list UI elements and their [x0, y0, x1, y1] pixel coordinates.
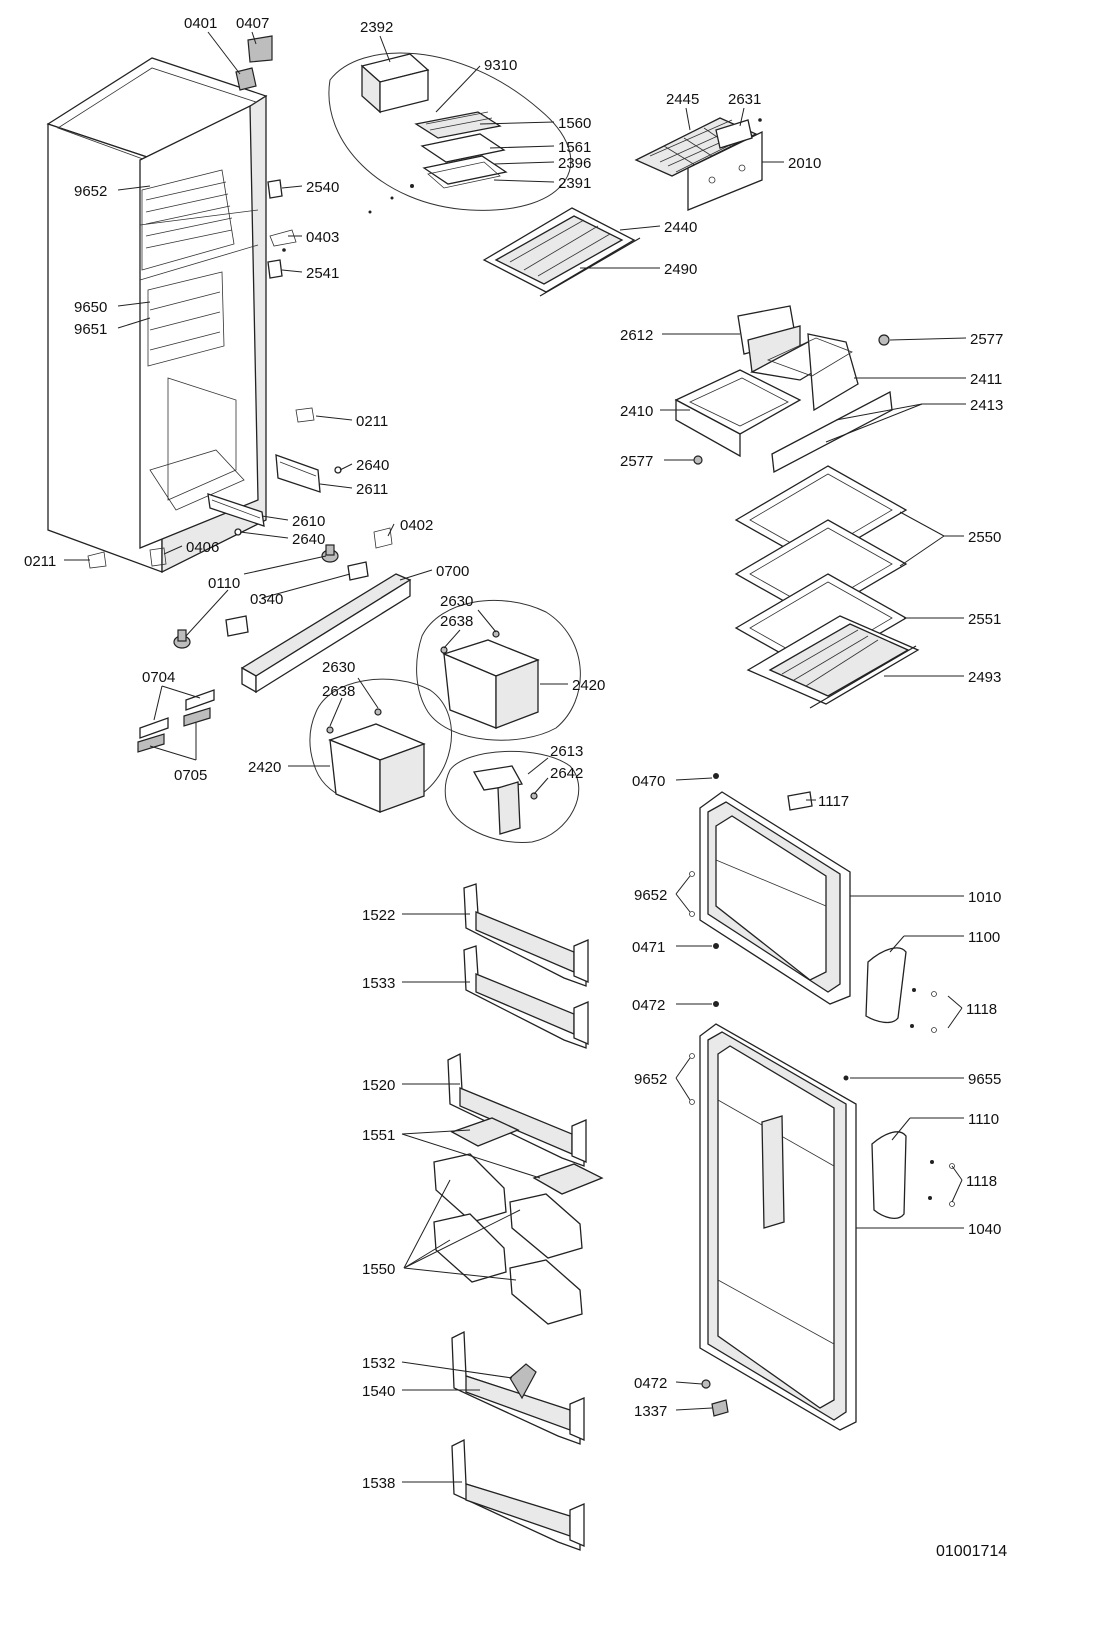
callout-9651: 9651	[74, 321, 107, 338]
callout-2642: 2642	[550, 765, 583, 782]
callout-labels: 0401 0407 2392 9310 2445 2631 1560 1561 …	[24, 15, 1007, 1560]
feet-and-cover	[173, 544, 412, 694]
hinge-rails	[87, 407, 393, 569]
vegetable-bins	[309, 599, 581, 844]
callout-2611: 2611	[356, 481, 388, 498]
freezer-door	[699, 773, 851, 1007]
callout-2010: 2010	[788, 155, 821, 172]
callout-2490: 2490	[664, 261, 697, 278]
callout-2411: 2411	[970, 371, 1002, 388]
ice-tray-group	[328, 52, 572, 214]
callout-0704: 0704	[142, 669, 175, 686]
door-balconies	[433, 883, 604, 1551]
cabinet-body	[46, 35, 273, 574]
callout-1522: 1522	[362, 907, 395, 924]
callout-0472-upper: 0472	[632, 997, 665, 1014]
callout-1118-lower: 1118	[966, 1173, 997, 1190]
crisper-drawers	[674, 305, 893, 474]
callout-2630-right: 2630	[440, 593, 473, 610]
callout-2640-upper: 2640	[356, 457, 389, 474]
callout-0471: 0471	[632, 939, 665, 956]
glass-shelves	[734, 465, 920, 709]
hinge-top-parts	[267, 179, 297, 279]
callout-0340: 0340	[250, 591, 283, 608]
callout-2613: 2613	[550, 743, 583, 760]
freezer-shelf	[482, 207, 641, 297]
fridge-door	[699, 1023, 857, 1431]
callout-2551: 2551	[968, 611, 1001, 628]
callout-0406: 0406	[186, 539, 219, 556]
callout-2638-right: 2638	[440, 613, 473, 630]
callout-9652-cabinet: 9652	[74, 183, 107, 200]
callout-2577-top: 2577	[970, 331, 1003, 348]
callout-1337: 1337	[634, 1403, 667, 1420]
callout-2420-left: 2420	[248, 759, 281, 776]
callout-0110: 0110	[208, 575, 240, 592]
callout-0401: 0401	[184, 15, 217, 32]
callout-1110: 1110	[968, 1111, 999, 1128]
callout-1118-upper: 1118	[966, 1001, 997, 1018]
callout-1560: 1560	[558, 115, 591, 132]
callout-0403: 0403	[306, 229, 339, 246]
callout-2396: 2396	[558, 155, 591, 172]
callout-9652-freezer-door: 9652	[634, 887, 667, 904]
callout-1550: 1550	[362, 1261, 395, 1278]
callout-1117: 1117	[818, 793, 849, 810]
callout-2577-lower: 2577	[620, 453, 653, 470]
callout-2612: 2612	[620, 327, 653, 344]
callout-0402: 0402	[400, 517, 433, 534]
callout-0211-rail: 0211	[356, 413, 388, 430]
door-handles	[689, 871, 955, 1220]
callout-2391: 2391	[558, 175, 591, 192]
callout-1533: 1533	[362, 975, 395, 992]
callout-2540: 2540	[306, 179, 339, 196]
callout-2638-left: 2638	[322, 683, 355, 700]
callout-1520: 1520	[362, 1077, 395, 1094]
callout-9655: 9655	[968, 1071, 1001, 1088]
leader-lines	[64, 31, 967, 1483]
callout-1538: 1538	[362, 1475, 395, 1492]
callout-2392: 2392	[360, 19, 393, 36]
callout-2640-lower: 2640	[292, 531, 325, 548]
callout-1561: 1561	[558, 139, 591, 156]
callout-9652-fridge-door: 9652	[634, 1071, 667, 1088]
callout-2410: 2410	[620, 403, 653, 420]
callout-2413: 2413	[970, 397, 1003, 414]
callout-2541: 2541	[306, 265, 339, 282]
callout-2493: 2493	[968, 669, 1001, 686]
callout-2550: 2550	[968, 529, 1001, 546]
callout-9650: 9650	[74, 299, 107, 316]
callout-2420-right: 2420	[572, 677, 605, 694]
callout-0700: 0700	[436, 563, 469, 580]
callout-1532: 1532	[362, 1355, 395, 1372]
callout-2440: 2440	[664, 219, 697, 236]
callout-2631: 2631	[728, 91, 761, 108]
callout-0470: 0470	[632, 773, 665, 790]
callout-0705: 0705	[174, 767, 207, 784]
evaporator-cover	[634, 117, 763, 211]
callout-0211-base: 0211	[24, 553, 56, 570]
callout-1540: 1540	[362, 1383, 395, 1400]
callout-0472-lower: 0472	[634, 1375, 667, 1392]
callout-1100: 1100	[968, 929, 1000, 946]
callout-1040: 1040	[968, 1221, 1001, 1238]
callout-2630-left: 2630	[322, 659, 355, 676]
adhesive-pads	[137, 689, 215, 753]
document-number: 01001714	[936, 1543, 1007, 1560]
callout-1551: 1551	[362, 1127, 395, 1144]
callout-1010: 1010	[968, 889, 1001, 906]
callout-0407: 0407	[236, 15, 269, 32]
callout-2610: 2610	[292, 513, 325, 530]
callout-2445: 2445	[666, 91, 699, 108]
callout-9310: 9310	[484, 57, 517, 74]
